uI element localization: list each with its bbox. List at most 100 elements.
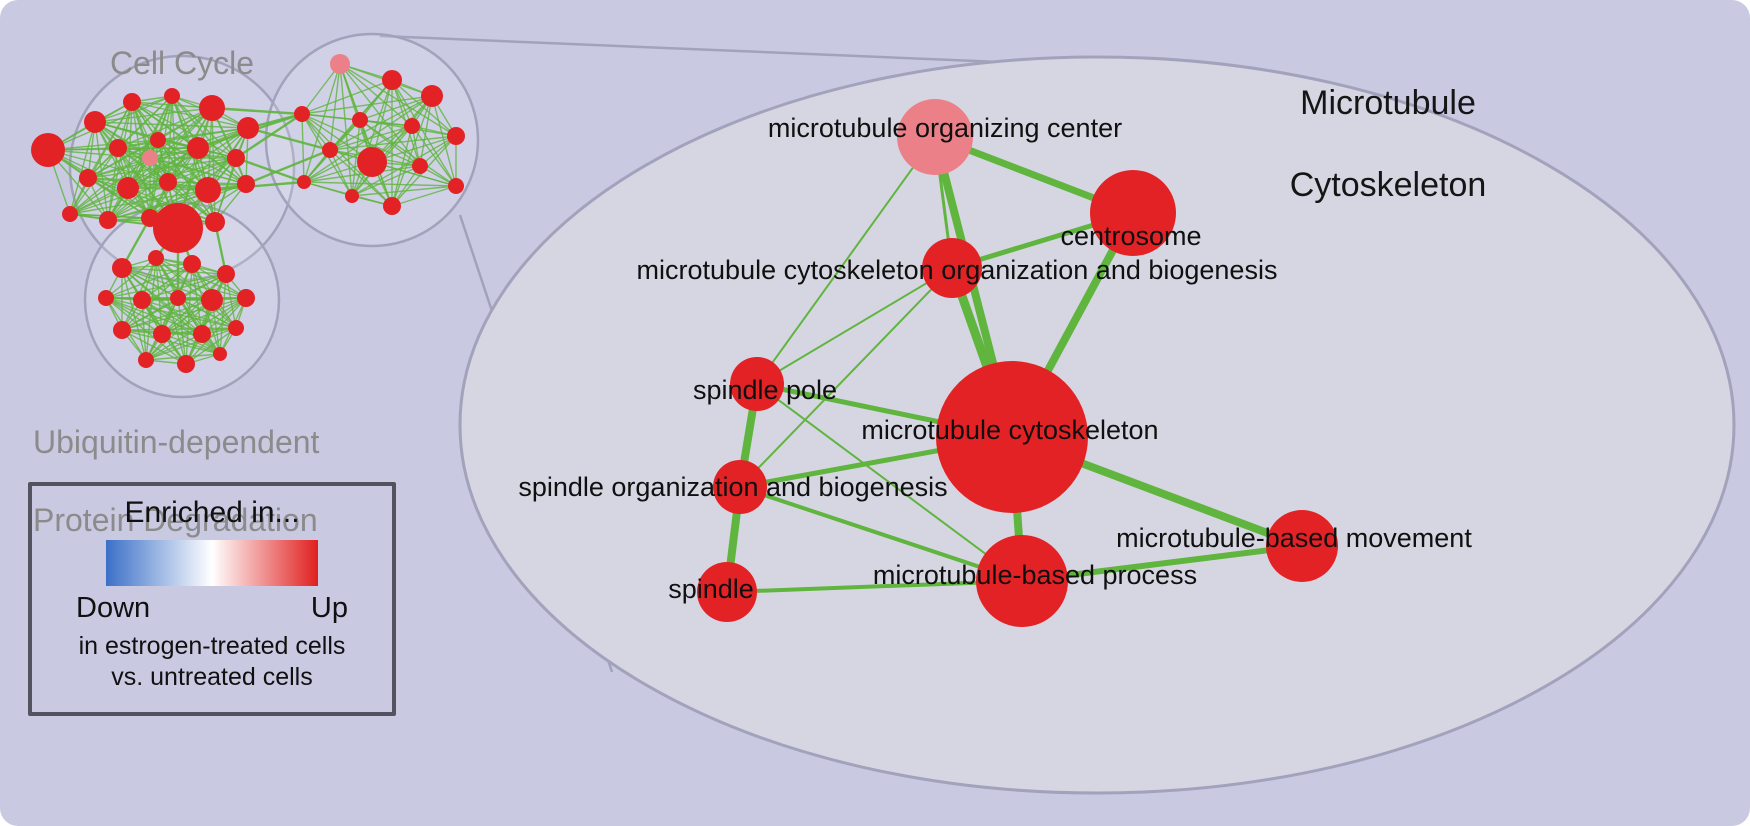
mini-node: [187, 137, 209, 159]
mini-edge: [121, 329, 221, 355]
mini-edge: [301, 113, 421, 167]
mini-edge: [105, 273, 227, 299]
mini-node: [153, 325, 171, 343]
legend-ends: Down Up: [76, 592, 348, 625]
node-mcyto: [936, 361, 1088, 513]
mini-edge: [219, 273, 227, 355]
node-label-moc: microtubule organizing center: [768, 113, 1122, 143]
edge-mproc-mmov: [1019, 543, 1305, 584]
mini-edge: [329, 63, 341, 151]
mini-node: [183, 255, 201, 273]
mini-edge: [339, 63, 353, 197]
mini-edge: [69, 181, 169, 215]
mini-edge: [149, 157, 247, 185]
mini-edge: [303, 165, 421, 183]
edge-mco-sorg: [739, 267, 953, 488]
mini-node: [294, 106, 310, 122]
mini-node: [228, 320, 244, 336]
mini-edge: [161, 297, 247, 335]
mini-edge: [141, 263, 193, 301]
mini-node: [357, 147, 387, 177]
mini-edge: [121, 327, 237, 331]
mini-edge: [329, 149, 393, 207]
mini-cross-edge: [245, 148, 331, 186]
mini-node: [412, 158, 428, 174]
node-label-spindle: spindle: [668, 574, 754, 604]
mini-edge: [177, 297, 187, 365]
mini-node: [345, 189, 359, 203]
zoom-ellipse: [458, 55, 1736, 795]
mini-edge: [411, 125, 457, 187]
legend-note-line2: vs. untreated cells: [111, 663, 313, 691]
mini-edge: [359, 95, 433, 121]
mini-edge: [69, 189, 209, 215]
mini-node: [153, 203, 203, 253]
mini-edge: [167, 181, 216, 223]
mini-node: [195, 177, 221, 203]
mini-cross-edge: [247, 126, 331, 152]
mini-node: [79, 169, 97, 187]
mini-node: [383, 197, 401, 215]
mini-edge: [391, 79, 457, 187]
mini-edge: [69, 101, 133, 215]
legend-title: Enriched in...: [124, 496, 300, 529]
mini-edge: [87, 157, 237, 179]
mini-edge: [87, 157, 151, 179]
mini-edge: [329, 149, 353, 197]
mini-node: [193, 325, 211, 343]
edge-mco-spole: [756, 267, 953, 385]
mini-node: [113, 321, 131, 339]
mini-edge: [351, 165, 421, 197]
edge-spole-mproc: [756, 383, 1023, 582]
mini-node: [237, 289, 255, 307]
mini-edge: [145, 327, 237, 361]
mini-edge: [149, 139, 159, 219]
mini-edge: [105, 297, 203, 335]
node-label-mcyto: microtubule cytoskeleton: [861, 415, 1158, 445]
mini-edge: [121, 299, 213, 331]
edge-spindle-mproc: [725, 579, 1024, 594]
mini-edge: [127, 157, 237, 189]
mini-edge: [131, 101, 249, 129]
legend-note: in estrogen-treated cells vs. untreated …: [79, 631, 346, 693]
mini-node: [322, 142, 338, 158]
node-spole: [730, 357, 784, 411]
mini-edge: [301, 79, 393, 115]
node-label-mco: microtubule cytoskeleton organization an…: [637, 255, 1278, 285]
mini-edge: [391, 185, 457, 207]
mini-node: [448, 178, 464, 194]
mini-edge: [329, 125, 413, 151]
mini-node: [133, 291, 151, 309]
mini-node: [117, 177, 139, 199]
mini-edge: [69, 157, 151, 215]
node-label-spole: spindle pole: [693, 375, 837, 405]
mini-edge: [211, 107, 216, 223]
mini-edge: [161, 273, 227, 335]
mini-edge: [69, 121, 96, 215]
mini-edge: [105, 257, 157, 299]
mini-node: [123, 93, 141, 111]
node-label-sorg: spindle organization and biogenesis: [518, 472, 947, 502]
mini-edge: [121, 263, 193, 331]
mini-node: [177, 355, 195, 373]
mini-node: [213, 347, 227, 361]
mini-edge: [329, 135, 457, 151]
mini-cross-edge: [211, 106, 303, 116]
legend-gradient-bar: [106, 540, 318, 586]
cluster-label-microtubule-cytoskeleton: Microtubule Cytoskeleton: [1278, 42, 1498, 247]
node-label-centrosome: centrosome: [1060, 221, 1201, 251]
node-spindle: [697, 562, 757, 622]
node-mproc: [976, 535, 1068, 627]
mini-cross-edge: [235, 156, 305, 184]
mini-edge: [391, 95, 433, 207]
mini-edge: [107, 183, 247, 221]
mini-node: [237, 117, 259, 139]
mini-cross-edge: [207, 180, 305, 192]
mini-edge: [141, 273, 227, 301]
mini-node: [62, 206, 78, 222]
mini-edge: [157, 127, 249, 141]
mini-edge: [303, 125, 413, 183]
mini-edge: [149, 157, 216, 223]
